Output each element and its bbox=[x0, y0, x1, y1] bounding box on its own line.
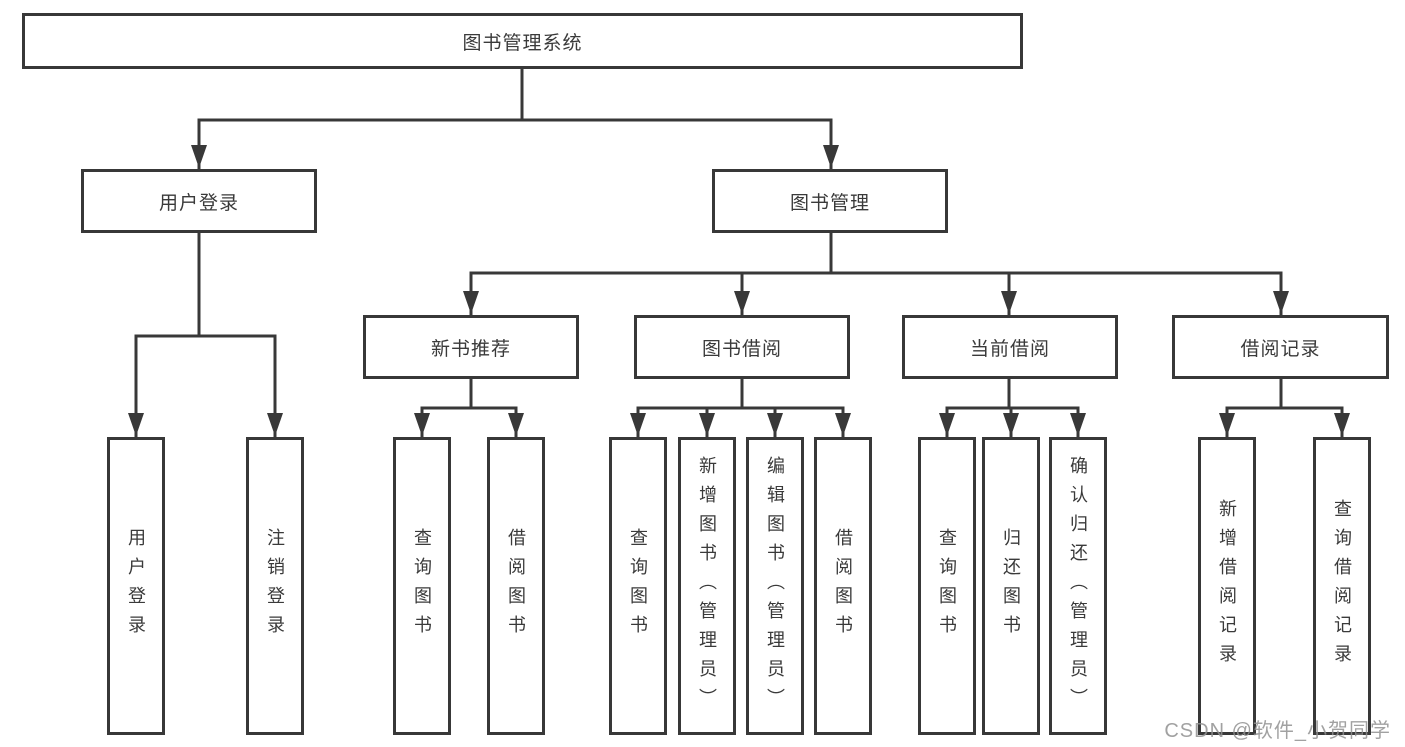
leaf-edit-books-admin: 编辑图书（管理员） bbox=[746, 437, 804, 735]
leaf-label: 查询图书 bbox=[412, 528, 432, 644]
leaf-borrow-query-books: 查询图书 bbox=[609, 437, 667, 735]
leaf-logout: 注销登录 bbox=[246, 437, 304, 735]
node-new-book-recommendation: 新书推荐 bbox=[363, 315, 579, 379]
leaf-label: 借阅图书 bbox=[833, 528, 853, 644]
node-label: 借阅记录 bbox=[1240, 338, 1321, 360]
node-label: 图书管理 bbox=[789, 192, 870, 214]
leaf-confirm-return-admin: 确认归还（管理员） bbox=[1049, 437, 1107, 735]
node-library-management-system: 图书管理系统 bbox=[22, 13, 1023, 69]
node-current-borrowing: 当前借阅 bbox=[902, 315, 1118, 379]
node-label: 新书推荐 bbox=[430, 338, 511, 360]
leaf-query-borrow-record: 查询借阅记录 bbox=[1313, 437, 1371, 735]
leaf-return-books: 归还图书 bbox=[982, 437, 1040, 735]
leaf-label: 新增借阅记录 bbox=[1217, 499, 1237, 673]
node-borrowing-records: 借阅记录 bbox=[1172, 315, 1389, 379]
leaf-borrow-borrow-books: 借阅图书 bbox=[814, 437, 872, 735]
node-book-borrowing: 图书借阅 bbox=[634, 315, 850, 379]
node-user-login: 用户登录 bbox=[81, 169, 317, 233]
leaf-label: 注销登录 bbox=[265, 528, 285, 644]
leaf-label: 确认归还（管理员） bbox=[1068, 455, 1088, 717]
leaf-add-books-admin: 新增图书（管理员） bbox=[678, 437, 736, 735]
leaf-label: 编辑图书（管理员） bbox=[765, 455, 785, 717]
node-book-management: 图书管理 bbox=[712, 169, 948, 233]
leaf-label: 用户登录 bbox=[126, 528, 146, 644]
leaf-label: 查询图书 bbox=[937, 528, 957, 644]
leaf-label: 查询图书 bbox=[628, 528, 648, 644]
leaf-label: 借阅图书 bbox=[506, 528, 526, 644]
leaf-newrec-borrow-books: 借阅图书 bbox=[487, 437, 545, 735]
node-label: 图书管理系统 bbox=[462, 32, 583, 54]
leaf-label: 查询借阅记录 bbox=[1332, 499, 1352, 673]
leaf-user-login: 用户登录 bbox=[107, 437, 165, 735]
node-label: 图书借阅 bbox=[701, 338, 782, 360]
node-label: 当前借阅 bbox=[969, 338, 1050, 360]
leaf-current-query-books: 查询图书 bbox=[918, 437, 976, 735]
leaf-newrec-query-books: 查询图书 bbox=[393, 437, 451, 735]
node-label: 用户登录 bbox=[158, 192, 239, 214]
csdn-watermark: CSDN @软件_小贺同学 bbox=[1164, 720, 1391, 742]
leaf-add-borrow-record: 新增借阅记录 bbox=[1198, 437, 1256, 735]
leaf-label: 新增图书（管理员） bbox=[697, 455, 717, 717]
leaf-label: 归还图书 bbox=[1001, 528, 1021, 644]
